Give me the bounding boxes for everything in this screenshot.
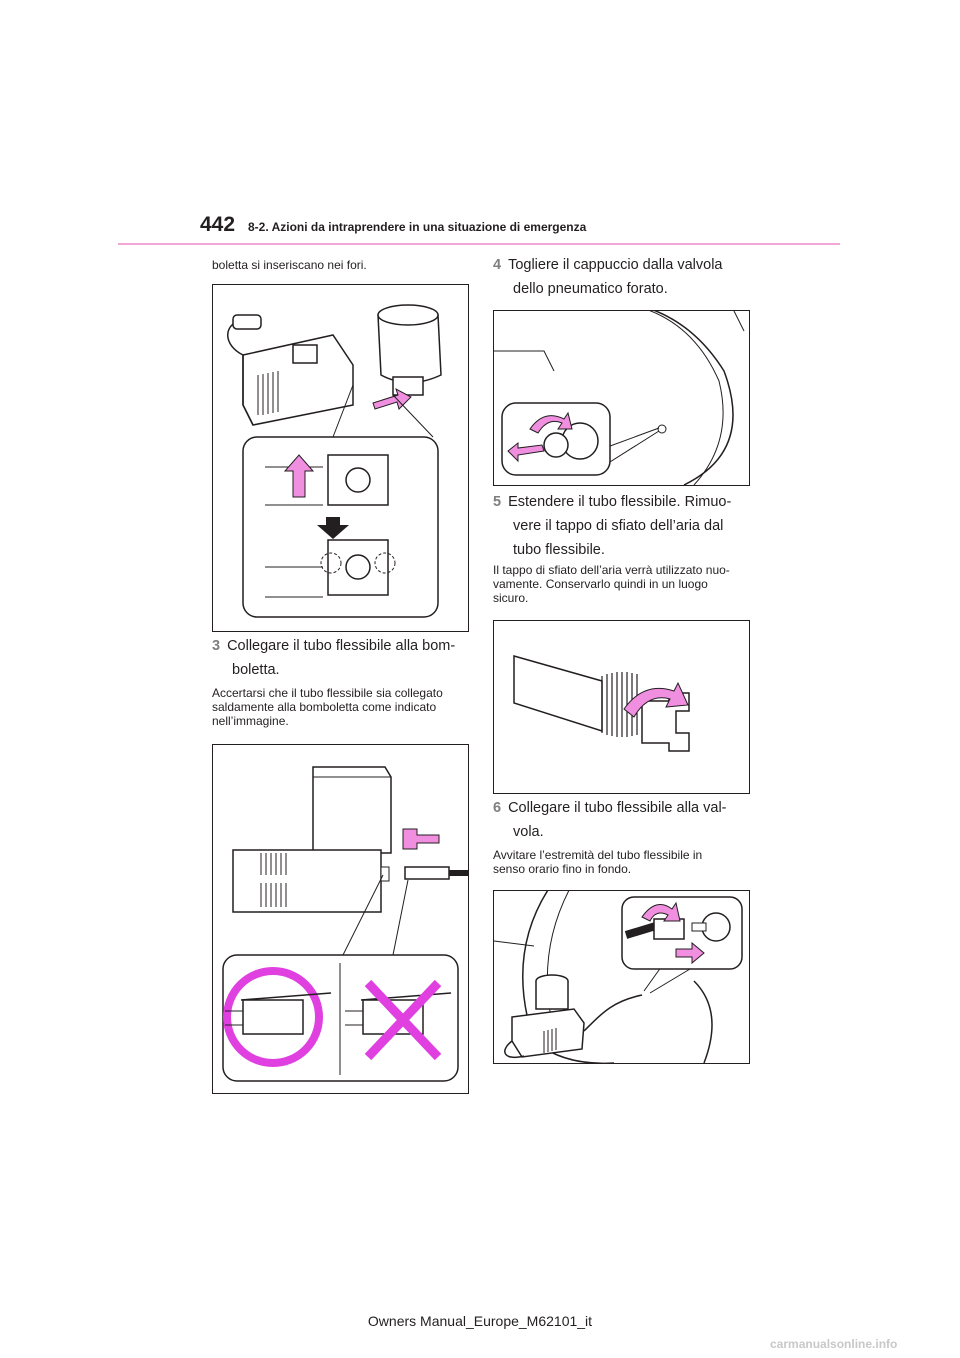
footer-text: Owners Manual_Europe_M62101_it	[367, 1313, 593, 1329]
step-3-note-line-2: saldamente alla bomboletta come indicato	[212, 700, 437, 714]
step-3-note-line-3: nell’immagine.	[212, 714, 289, 728]
step-3-note: Accertarsi che il tubo flessibile sia co…	[212, 686, 443, 728]
step-3-note-line-1: Accertarsi che il tubo flessibile sia co…	[212, 686, 443, 700]
step-3-number: 3	[212, 638, 221, 654]
step-6-number: 6	[493, 800, 502, 816]
step-4-number: 4	[493, 257, 502, 273]
figure-hose-connection	[212, 744, 469, 1094]
step-6-note-line-2: senso orario fino in fondo.	[493, 862, 632, 876]
figure-compressor-mount	[212, 284, 469, 632]
step-4-line-1: Togliere il cappuccio dalla valvola	[508, 257, 723, 273]
figure-hose-cap	[493, 620, 750, 794]
step-6-note-line-1: Avvitare l’estremità del tubo flessibile…	[493, 848, 703, 862]
step-5-line-3: tubo flessibile.	[513, 542, 605, 558]
page-number: 442	[200, 213, 236, 236]
step-5: 5 Estendere il tubo flessibile. Rimuo- ve…	[493, 490, 731, 562]
step-3-line-2: boletta.	[232, 662, 280, 678]
header-rule	[118, 243, 840, 245]
step-4-line-2: dello pneumatico forato.	[513, 281, 668, 297]
step-4: 4 Togliere il cappuccio dalla valvola del…	[493, 253, 722, 301]
step-5-note-line-3: sicuro.	[493, 591, 529, 605]
intro-text: boletta si inseriscano nei fori.	[212, 258, 367, 272]
step-5-note: Il tappo di sfiato dell’aria verrà utili…	[493, 563, 730, 605]
step-5-line-2: vere il tappo di sfiato dell’aria dal	[513, 518, 724, 534]
step-6-note: Avvitare l’estremità del tubo flessibile…	[493, 848, 702, 876]
figure-valve-cap	[493, 310, 750, 486]
step-3-line-1: Collegare il tubo flessibile alla bom-	[227, 638, 456, 654]
step-5-note-line-2: vamente. Conservarlo quindi in un luogo	[493, 577, 708, 591]
step-5-number: 5	[493, 494, 502, 510]
step-5-note-line-1: Il tappo di sfiato dell’aria verrà utili…	[493, 563, 730, 577]
step-5-line-1: Estendere il tubo flessibile. Rimuo-	[508, 494, 732, 510]
figure-valve-connect	[493, 890, 750, 1064]
section-title: 8-2. Azioni da intraprendere in una situ…	[248, 220, 587, 234]
step-6-line-1: Collegare il tubo flessibile alla val-	[508, 800, 727, 816]
watermark: carmanualsonline.info	[770, 1337, 898, 1351]
step-6-line-2: vola.	[513, 824, 544, 840]
